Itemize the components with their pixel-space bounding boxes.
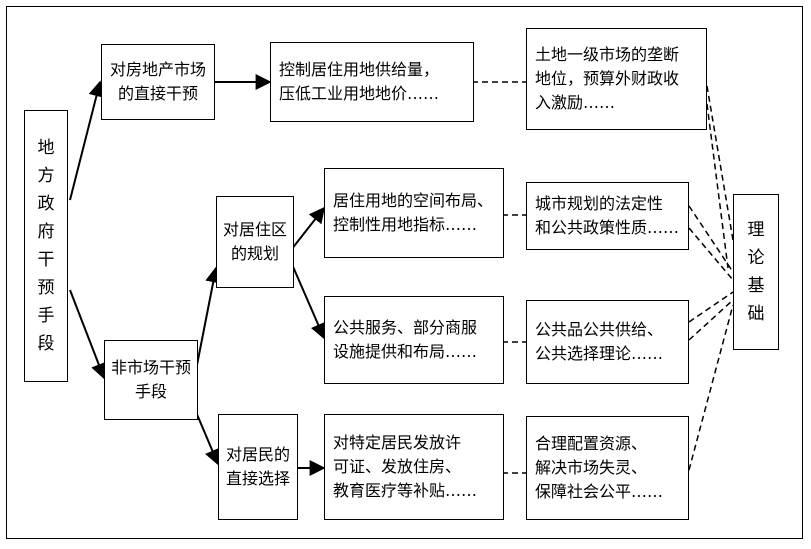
- dash-monopoly-to-theory: [706, 85, 734, 241]
- dash-monopoly-to-theory-2: [706, 103, 729, 269]
- node-resident-choice: 对居民的 直接选择: [218, 414, 298, 520]
- node-nonmarket-label: 非市场干预 手段: [110, 358, 191, 401]
- node-theory: 理论基础: [733, 194, 779, 350]
- node-resource-allocation-label: 合理配置资源、 解决市场失灵、 保障社会公平……: [535, 434, 664, 501]
- node-land-monopoly: 土地一级市场的垄断 地位，预算外财政收 入激励……: [526, 28, 707, 130]
- node-spatial-layout-label: 居住用地的空间布局、 控制性用地指标……: [333, 191, 494, 234]
- dash-goods-to-theory-2: [688, 299, 734, 341]
- node-public-goods: 公共品公共供给、 公共选择理论……: [526, 300, 689, 384]
- node-public-service: 公共服务、部分商服 设施提供和布局……: [324, 296, 504, 384]
- node-resource-allocation: 合理配置资源、 解决市场失灵、 保障社会公平……: [526, 416, 689, 520]
- node-spatial-layout: 居住用地的空间布局、 控制性用地指标……: [324, 168, 504, 258]
- node-nonmarket: 非市场干预 手段: [104, 340, 198, 420]
- node-public-goods-label: 公共品公共供给、 公共选择理论……: [535, 320, 664, 363]
- node-supply-control: 控制居住用地供给量， 压低工业用地地价……: [270, 42, 474, 122]
- arrow-residential-plan-to-public-service: [290, 261, 326, 340]
- node-residential-plan: 对居住区 的规划: [216, 196, 294, 288]
- node-direct-market-label: 对房地产市场 的直接干预: [109, 60, 206, 103]
- diagram-frame: [6, 6, 803, 539]
- node-urban-planning-label: 城市规划的法定性 和公共政策性质……: [535, 194, 680, 237]
- arrow-root-to-nonmarket: [69, 289, 107, 380]
- arrow-root-to-direct-market: [69, 80, 105, 201]
- arrow-nonmarket-to-resident-choice: [195, 411, 220, 466]
- dash-goods-to-theory: [688, 291, 734, 323]
- node-land-monopoly-label: 土地一级市场的垄断 地位，预算外财政收 入激励……: [535, 45, 680, 112]
- node-root: 地方政府干预手段: [24, 110, 68, 382]
- dash-planning-to-theory: [688, 205, 734, 273]
- node-theory-label: 理论基础: [747, 220, 765, 324]
- node-urban-planning: 城市规划的法定性 和公共政策性质……: [526, 182, 689, 250]
- arrow-residential-plan-to-spatial: [290, 206, 325, 251]
- node-permits: 对特定居民发放许 可证、发放住房、 教育医疗等补贴……: [324, 414, 504, 520]
- arrow-nonmarket-to-residential-plan: [195, 266, 222, 371]
- node-permits-label: 对特定居民发放许 可证、发放住房、 教育医疗等补贴……: [333, 433, 478, 500]
- node-public-service-label: 公共服务、部分商服 设施提供和布局……: [333, 318, 478, 361]
- dash-planning-to-theory-2: [688, 227, 734, 281]
- node-root-label: 地方政府干预手段: [37, 138, 55, 354]
- node-residential-plan-label: 对居住区 的规划: [222, 220, 287, 263]
- dash-allocation-to-theory: [688, 304, 734, 471]
- node-resident-choice-label: 对居民的 直接选择: [225, 445, 290, 488]
- node-direct-market: 对房地产市场 的直接干预: [101, 44, 215, 120]
- node-supply-control-label: 控制居住用地供给量， 压低工业用地地价……: [279, 60, 440, 103]
